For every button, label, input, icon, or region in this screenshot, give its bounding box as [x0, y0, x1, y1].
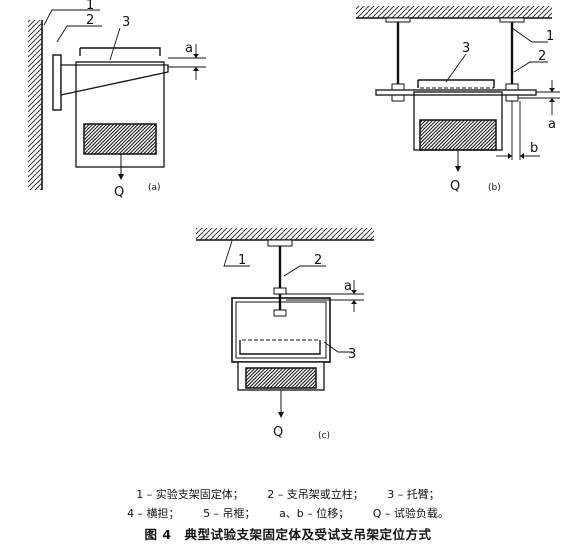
load-block-b	[419, 119, 497, 151]
diagram-c: Q a 1 2 3 (c)	[196, 228, 374, 441]
dim-a-label-c: a	[344, 279, 352, 294]
callout-3-c: 3	[348, 347, 356, 362]
figure-title: 图 4 典型试验支架固定体及受试支吊架定位方式	[144, 527, 432, 542]
cantilever-arm	[60, 64, 169, 96]
legend-item: 4 – 横担；	[127, 507, 180, 520]
legend-item: Q – 试验负载。	[372, 507, 449, 520]
callout-1: 1	[86, 0, 94, 13]
ceiling-fixture	[356, 6, 552, 19]
load-block	[83, 123, 157, 155]
legend-item: a、b – 位移；	[279, 507, 350, 520]
diagram-a: Q a 1 2 3 (a)	[28, 0, 206, 200]
callout-3: 3	[122, 15, 130, 30]
diagram-a-label: (a)	[148, 183, 161, 193]
legend-item: 2 – 支吊架或立柱；	[267, 488, 364, 501]
dim-b-label: b	[530, 141, 538, 156]
callout-1-c: 1	[238, 253, 246, 268]
column-plate	[52, 54, 62, 111]
diagram-b: Q a b 1 2 3 (b)	[356, 6, 560, 194]
ceiling-fixture-c	[196, 228, 374, 241]
callout-2-c: 2	[314, 253, 322, 268]
load-block-c	[245, 367, 317, 389]
diagram-b-label: (b)	[488, 183, 501, 193]
legend-item: 5 – 吊框；	[203, 507, 256, 520]
legend-item: 1 – 实验支架固定体；	[136, 488, 244, 501]
legend-item: 3 – 托臂；	[387, 488, 440, 501]
figure-diagrams: Q a 1 2 3 (a)	[28, 0, 560, 441]
callout-1-b: 1	[546, 29, 554, 44]
load-label-q-b: Q	[450, 179, 460, 194]
legend-row-2: 4 – 横担； 5 – 吊框； a、b – 位移； Q – 试验负载。	[0, 505, 576, 521]
callout-2: 2	[86, 13, 94, 28]
dim-a-label-b: a	[548, 117, 556, 132]
diagram-c-label: (c)	[318, 431, 330, 441]
callout-3-b: 3	[462, 41, 470, 56]
legend-row-1: 1 – 实验支架固定体； 2 – 支吊架或立柱； 3 – 托臂；	[0, 486, 576, 502]
wall-fixture	[28, 20, 43, 190]
load-label-q-c: Q	[273, 425, 283, 440]
dim-a-label: a	[185, 41, 193, 56]
load-label-q: Q	[114, 185, 124, 200]
callout-2-b: 2	[538, 49, 546, 64]
